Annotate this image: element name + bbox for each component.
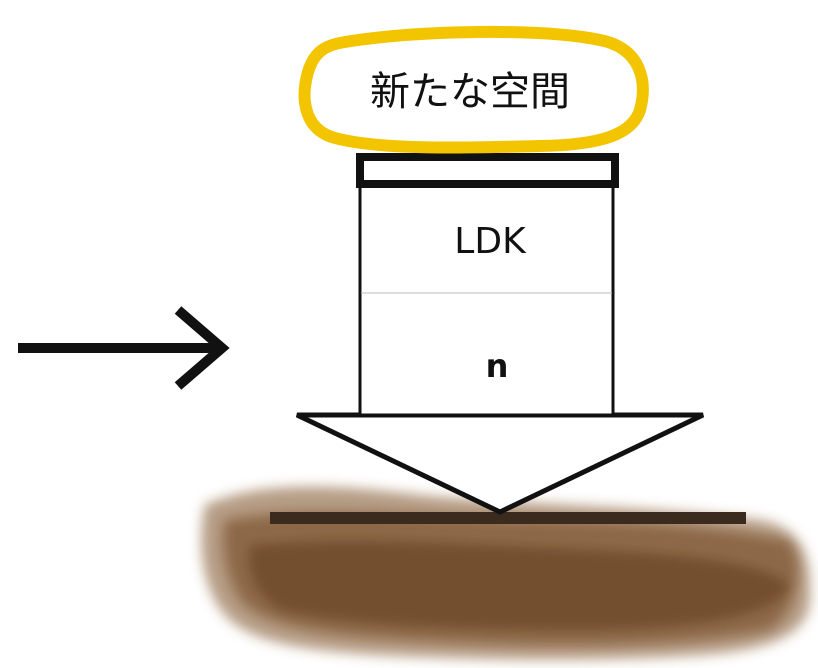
title-bubble-outline [298, 25, 649, 154]
box-label-n: n [486, 347, 509, 385]
right-arrow-icon [18, 306, 230, 390]
ground-smear [201, 486, 811, 660]
ground-line [270, 512, 746, 524]
roof-bar [356, 153, 619, 188]
building-box [358, 183, 615, 417]
box-label-ldk: LDK [454, 221, 527, 262]
title-bubble-text: 新たな空間 [370, 69, 570, 115]
